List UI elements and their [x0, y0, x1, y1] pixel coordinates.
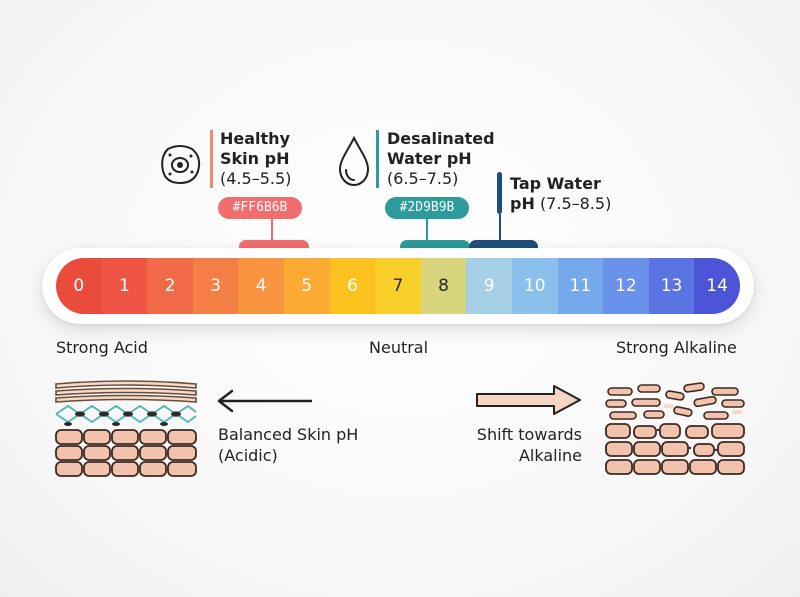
water-drop-icon — [338, 135, 370, 187]
balanced-skin-description: Balanced Skin pH (Acidic) — [218, 424, 358, 466]
desalinated-callout-line — [376, 130, 379, 188]
ph-segment-8: 8 — [420, 258, 467, 314]
shift-alkaline-line1: Shift towards — [476, 425, 582, 444]
tap-callout-line1: Tap Water — [510, 174, 601, 193]
skin-callout-line — [210, 130, 213, 188]
tap-callout-line2: pH — [510, 194, 535, 213]
skin-callout-line2: Skin pH — [220, 149, 290, 168]
desalinated-callout-label: Desalinated Water pH (6.5–7.5) — [387, 129, 495, 189]
desalinated-hex-badge: #2D9B9B — [385, 197, 469, 219]
desalinated-callout-line1: Desalinated — [387, 129, 495, 148]
tap-callout-label: Tap Water pH (7.5–8.5) — [510, 174, 611, 214]
arrow-right-icon — [476, 385, 581, 415]
skin-hex-badge: #FF6B6B — [218, 197, 302, 219]
ph-segment-11: 11 — [557, 258, 604, 314]
skin-connector — [271, 219, 273, 241]
tap-connector — [499, 214, 501, 241]
skin-callout-range: (4.5–5.5) — [220, 169, 292, 188]
strong-alkaline-label: Strong Alkaline — [616, 338, 737, 357]
ph-segment-2: 2 — [147, 258, 193, 314]
skin-callout-label: Healthy Skin pH (4.5–5.5) — [220, 129, 291, 189]
desalinated-callout-range: (6.5–7.5) — [387, 169, 459, 188]
shift-alkaline-description: Shift towards Alkaline — [472, 424, 582, 466]
ph-segment-12: 12 — [603, 258, 649, 314]
tap-callout-line — [497, 172, 502, 214]
skin-cell-icon — [161, 145, 201, 185]
ph-segment-5: 5 — [283, 258, 330, 314]
desalinated-connector — [426, 219, 428, 241]
ph-segment-7: 7 — [375, 258, 421, 314]
neutral-label: Neutral — [369, 338, 429, 357]
skin-callout-line1: Healthy — [220, 129, 290, 148]
balanced-skin-line2: (Acidic) — [218, 446, 278, 465]
ph-segment-13: 13 — [648, 258, 695, 314]
strong-acid-label: Strong Acid — [56, 338, 148, 357]
ph-segment-4: 4 — [238, 258, 284, 314]
tap-callout-range: (7.5–8.5) — [539, 194, 612, 213]
arrow-left-icon — [217, 389, 312, 413]
ph-segment-1: 1 — [101, 258, 148, 314]
shift-alkaline-line2: Alkaline — [518, 446, 582, 465]
desalinated-callout-line2: Water pH — [387, 149, 472, 168]
ph-segment-14: 14 — [694, 258, 740, 314]
ph-segment-3: 3 — [192, 258, 239, 314]
balanced-skin-line1: Balanced Skin pH — [218, 425, 359, 444]
healthy-skin-layers-icon — [55, 380, 197, 477]
ph-segment-6: 6 — [329, 258, 376, 314]
ph-segment-10: 10 — [511, 258, 558, 314]
ph-segment-0: 0 — [56, 258, 102, 314]
damaged-skin-layers-icon — [605, 382, 745, 475]
ph-segment-9: 9 — [466, 258, 512, 314]
